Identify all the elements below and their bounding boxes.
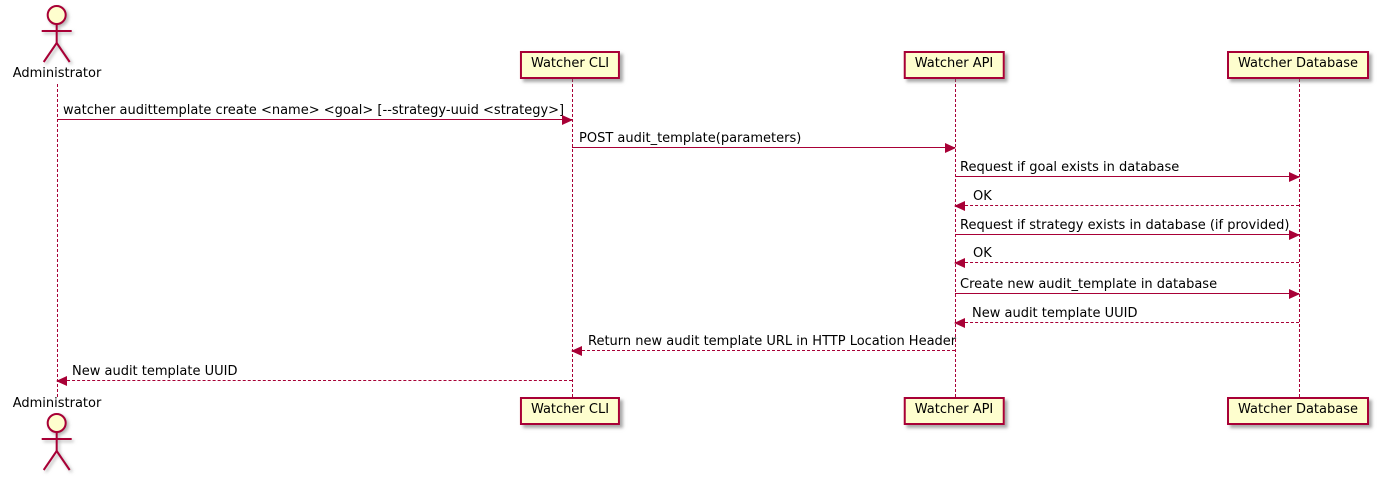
actor-stick-figure-icon bbox=[42, 5, 72, 63]
arrowhead-left-icon bbox=[954, 257, 965, 268]
message-new-uuid-to-admin: New audit template UUID bbox=[56, 363, 572, 386]
message-label: OK bbox=[973, 189, 992, 204]
arrowhead-left-icon bbox=[56, 375, 67, 386]
message-line bbox=[572, 350, 955, 351]
lifeline-watcher-cli bbox=[572, 79, 573, 397]
message-post-audit-template: POST audit_template(parameters) bbox=[572, 130, 956, 153]
arrowhead-left-icon bbox=[954, 200, 965, 211]
message-line bbox=[57, 119, 572, 120]
arrowhead-left-icon bbox=[954, 317, 965, 328]
message-line bbox=[955, 262, 1299, 263]
message-line bbox=[955, 322, 1299, 323]
message-line bbox=[955, 205, 1299, 206]
message-line bbox=[955, 293, 1299, 294]
message-label: OK bbox=[973, 246, 992, 261]
message-label: New audit template UUID bbox=[972, 306, 1138, 321]
participant-watcher-cli-top: Watcher CLI bbox=[519, 51, 621, 79]
participant-watcher-database-top: Watcher Database bbox=[1227, 51, 1369, 79]
message-request-strategy-exists: Request if strategy exists in database (… bbox=[955, 217, 1300, 240]
message-request-goal-exists: Request if goal exists in database bbox=[955, 159, 1300, 182]
actor-administrator-top: Administrator bbox=[12, 4, 102, 81]
message-ok-strategy: OK bbox=[954, 245, 1299, 268]
message-line bbox=[955, 176, 1299, 177]
message-line bbox=[955, 234, 1299, 235]
actor-stick-figure-icon bbox=[42, 413, 72, 471]
message-line bbox=[572, 147, 955, 148]
arrowhead-right-icon bbox=[945, 142, 956, 153]
message-line bbox=[57, 380, 572, 381]
arrowhead-left-icon bbox=[571, 345, 582, 356]
message-create-in-database: Create new audit_template in database bbox=[955, 276, 1300, 299]
arrowhead-right-icon bbox=[562, 114, 573, 125]
message-label: watcher audittemplate create <name> <goa… bbox=[63, 103, 565, 118]
arrowhead-right-icon bbox=[1289, 288, 1300, 299]
arrowhead-right-icon bbox=[1289, 171, 1300, 182]
participant-watcher-database-bottom: Watcher Database bbox=[1227, 397, 1369, 425]
message-return-url-location-header: Return new audit template URL in HTTP Lo… bbox=[571, 333, 957, 356]
participant-watcher-api-top: Watcher API bbox=[903, 51, 1005, 79]
message-label: Request if goal exists in database bbox=[960, 160, 1180, 175]
participant-watcher-api-bottom: Watcher API bbox=[903, 397, 1005, 425]
message-label: Return new audit template URL in HTTP Lo… bbox=[588, 334, 957, 349]
message-label: POST audit_template(parameters) bbox=[579, 131, 802, 146]
arrowhead-right-icon bbox=[1289, 229, 1300, 240]
message-ok-goal: OK bbox=[954, 188, 1299, 211]
message-new-uuid-from-db: New audit template UUID bbox=[954, 305, 1299, 328]
actor-label: Administrator bbox=[12, 66, 102, 81]
message-label: New audit template UUID bbox=[72, 364, 238, 379]
lifeline-watcher-api bbox=[955, 79, 956, 397]
actor-label: Administrator bbox=[12, 396, 102, 411]
lifeline-administrator bbox=[57, 84, 58, 397]
message-label: Request if strategy exists in database (… bbox=[960, 218, 1290, 233]
actor-administrator-bottom: Administrator bbox=[12, 396, 102, 472]
message-create-audittemplate: watcher audittemplate create <name> <goa… bbox=[57, 102, 573, 125]
participant-watcher-cli-bottom: Watcher CLI bbox=[519, 397, 621, 425]
message-label: Create new audit_template in database bbox=[960, 277, 1218, 292]
